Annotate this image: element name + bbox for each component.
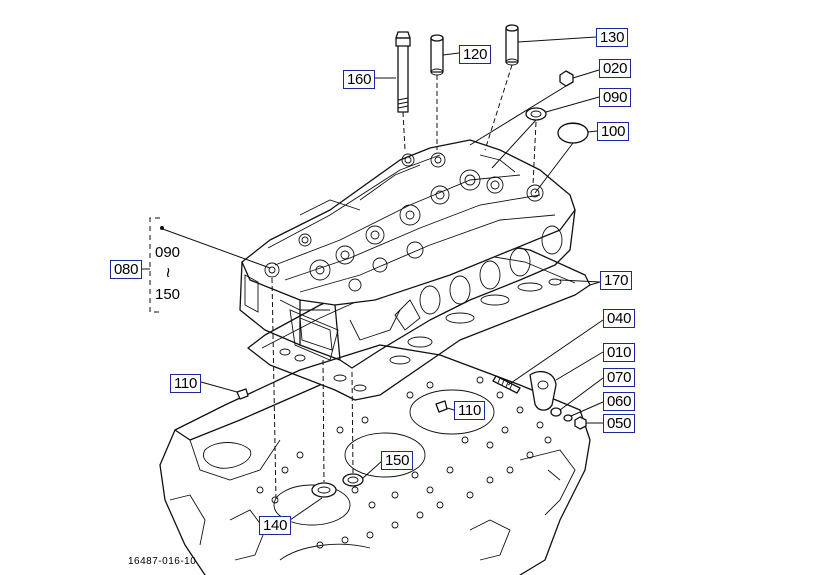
leader-lines (134, 36, 604, 521)
valve-seal-parts (311, 473, 364, 498)
callout-060[interactable]: 060 (603, 392, 636, 411)
washer-nut-parts (550, 407, 587, 430)
stud-part (492, 375, 521, 394)
callout-110-left[interactable]: 110 (170, 374, 202, 393)
plug-part (559, 70, 574, 87)
callout-020[interactable]: 020 (599, 59, 632, 78)
drawing-number: 16487-016-10 (128, 556, 197, 567)
callout-070[interactable]: 070 (603, 368, 636, 387)
callout-080[interactable]: 080 (110, 260, 143, 279)
range-separator: ~ (157, 267, 178, 278)
range-end-label: 150 (155, 286, 181, 303)
callout-160[interactable]: 160 (343, 70, 376, 89)
callout-170[interactable]: 170 (600, 271, 633, 290)
callout-130[interactable]: 130 (596, 28, 629, 47)
callout-010[interactable]: 010 (603, 343, 636, 362)
small-plug-parts (236, 388, 448, 413)
cylinder-head (239, 139, 576, 369)
callout-120[interactable]: 120 (459, 45, 492, 64)
cap-part (557, 122, 589, 144)
callout-110-right[interactable]: 110 (454, 401, 486, 420)
bracket-part (529, 371, 557, 411)
callout-150[interactable]: 150 (381, 451, 414, 470)
callout-140[interactable]: 140 (259, 516, 292, 535)
callout-040[interactable]: 040 (603, 309, 636, 328)
valve-guide-part (430, 34, 444, 76)
callout-090[interactable]: 090 (599, 88, 632, 107)
head-bolt-part (395, 31, 411, 113)
valve-guide-part-2 (505, 24, 519, 66)
engine-block (159, 344, 591, 575)
callout-100[interactable]: 100 (597, 122, 630, 141)
callout-050[interactable]: 050 (603, 414, 636, 433)
seal-part (525, 107, 547, 121)
range-start-label: 090 (155, 244, 181, 261)
